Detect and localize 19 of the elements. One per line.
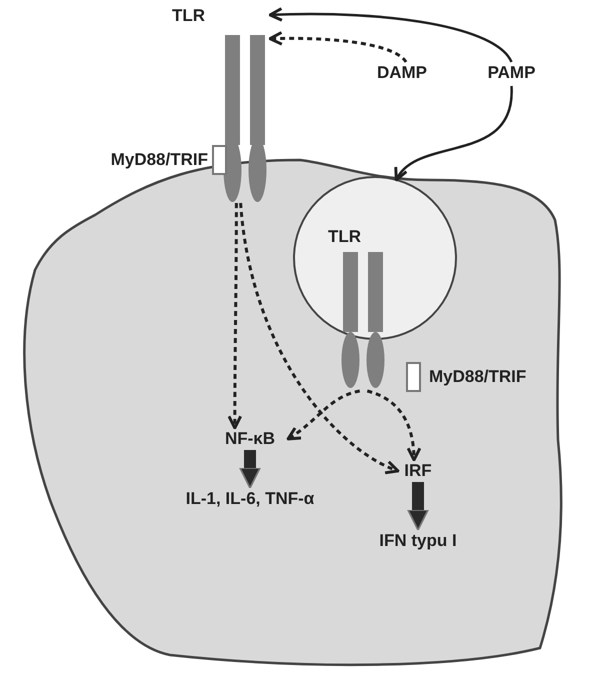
- molecule-label: PAMP: [474, 62, 549, 86]
- arrow: [239, 202, 400, 474]
- arrow: [268, 7, 513, 63]
- arrow: [366, 390, 421, 462]
- receptor-label: TLR: [172, 5, 206, 27]
- molecule-label: NF-κB: [212, 428, 288, 450]
- arrow: [407, 482, 429, 531]
- arrow: [394, 86, 513, 182]
- molecule-label: IFN typu I: [368, 530, 468, 552]
- adapter-label: MyD88/TRIF: [110, 149, 208, 171]
- molecule-label: IL-1, IL-6, TNF-α: [170, 488, 330, 510]
- molecule-label: DAMP: [362, 62, 442, 86]
- arrow: [286, 390, 360, 440]
- arrow: [239, 450, 261, 489]
- arrow: [228, 203, 242, 430]
- adapter-label: MyD88/TRIF: [429, 366, 526, 388]
- receptor-label: TLR: [328, 226, 362, 248]
- molecule-label: IRF: [398, 460, 438, 482]
- arrow: [268, 31, 408, 63]
